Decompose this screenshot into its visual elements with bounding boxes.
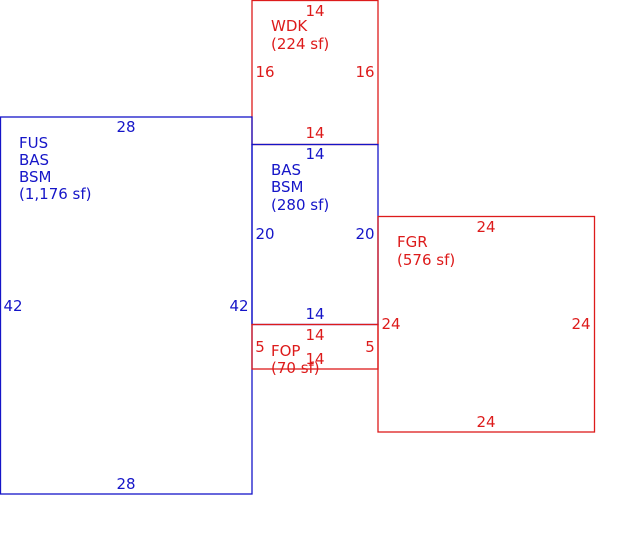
bas-dim-top: 14 — [305, 145, 324, 163]
bas-dim-right: 20 — [355, 225, 374, 243]
area-fop: 14 5 5 FOP 14 (70 sf) — [251, 323, 379, 377]
fop-dim-right: 5 — [365, 338, 375, 356]
fgr-dim-top: 24 — [476, 218, 495, 236]
fgr-dim-left: 24 — [381, 315, 400, 333]
wdk-label-area: (224 sf) — [271, 35, 329, 53]
fop-label-name: FOP — [271, 342, 300, 360]
fus-dim-left: 42 — [3, 297, 22, 315]
area-fgr: FGR (576 sf) 24 24 24 24 — [377, 215, 596, 433]
bas-label-line1: BAS — [271, 161, 301, 179]
area-bas: BAS BSM (280 sf) 14 20 20 14 — [251, 143, 379, 326]
wdk-dim-bottom: 14 — [305, 124, 324, 142]
fus-label-line3: BSM — [19, 168, 52, 186]
fop-dim-bottom: 14 — [305, 350, 324, 368]
fus-dim-right: 42 — [229, 297, 248, 315]
fus-dim-bottom: 28 — [116, 475, 135, 493]
area-fus: FUS BAS BSM (1,176 sf) 28 42 42 28 — [0, 116, 253, 495]
bas-dim-bottom: 14 — [305, 305, 324, 323]
fop-dim-top: 14 — [305, 326, 324, 344]
wdk-dim-right: 16 — [355, 63, 374, 81]
wdk-dim-top: 14 — [305, 2, 324, 20]
fus-label-line1: FUS — [19, 134, 48, 152]
bas-label-line2: BSM — [271, 178, 304, 196]
bas-label-area: (280 sf) — [271, 196, 329, 214]
fgr-dim-bottom: 24 — [476, 413, 495, 431]
fop-dim-left: 5 — [255, 338, 265, 356]
area-wdk: WDK (224 sf) 14 16 16 14 — [251, 0, 379, 146]
wdk-dim-left: 16 — [255, 63, 274, 81]
fgr-label-area: (576 sf) — [397, 251, 455, 269]
fop-outline — [251, 323, 379, 370]
fus-label-area: (1,176 sf) — [19, 185, 92, 203]
bas-dim-left: 20 — [255, 225, 274, 243]
fgr-dim-right: 24 — [571, 315, 590, 333]
fgr-label-name: FGR — [397, 233, 428, 251]
fus-label-line2: BAS — [19, 151, 49, 169]
fop-label-area: (70 sf) — [271, 359, 320, 377]
fus-dim-top: 28 — [116, 118, 135, 136]
wdk-label-name: WDK — [271, 17, 308, 35]
